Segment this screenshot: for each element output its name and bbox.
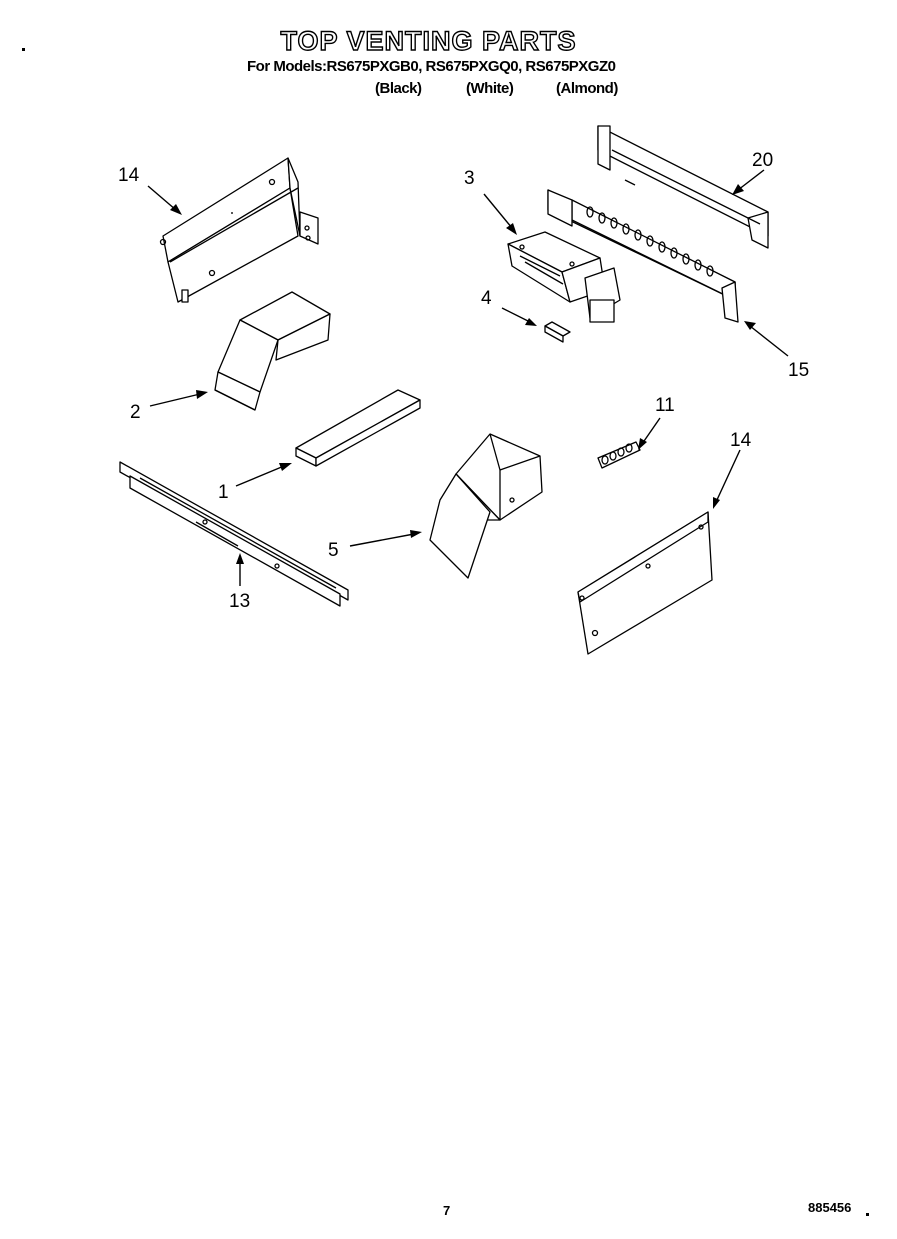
callout-arrows bbox=[147, 169, 789, 586]
callout-14-lower: 14 bbox=[730, 430, 752, 451]
color-white: (White) bbox=[466, 80, 514, 97]
part-14-upper-bracket bbox=[159, 157, 319, 303]
callout-1: 1 bbox=[218, 482, 229, 503]
callout-3: 3 bbox=[464, 168, 475, 189]
document-number: 885456 bbox=[808, 1200, 852, 1215]
callout-15: 15 bbox=[788, 360, 809, 381]
stray-dot bbox=[22, 48, 25, 51]
callout-11: 11 bbox=[655, 395, 675, 416]
part-13-long-rail bbox=[119, 461, 349, 607]
color-black: (Black) bbox=[375, 80, 422, 97]
part-11-terminal-block bbox=[597, 441, 641, 469]
callout-14-upper: 14 bbox=[118, 165, 140, 186]
color-almond: (Almond) bbox=[556, 80, 618, 97]
part-1-plate bbox=[295, 389, 421, 467]
part-14-lower-panel bbox=[577, 511, 713, 655]
part-2-duct bbox=[214, 291, 331, 411]
page-number: 7 bbox=[443, 1203, 451, 1218]
callout-5: 5 bbox=[328, 540, 339, 561]
callout-4: 4 bbox=[481, 288, 492, 309]
callout-2: 2 bbox=[130, 402, 141, 423]
callout-20: 20 bbox=[752, 150, 773, 171]
callout-13: 13 bbox=[229, 591, 250, 612]
part-15-perforated-rail bbox=[547, 189, 739, 323]
part-5-vent-duct bbox=[429, 433, 543, 579]
part-4-clip bbox=[544, 321, 571, 343]
part-3-switch-assembly bbox=[507, 231, 621, 323]
page-title: TOP VENTING PARTS bbox=[280, 25, 577, 56]
trailing-dot bbox=[866, 1213, 869, 1216]
model-list: For Models:RS675PXGB0, RS675PXGQ0, RS675… bbox=[247, 58, 616, 75]
part-20-rail bbox=[597, 125, 769, 249]
